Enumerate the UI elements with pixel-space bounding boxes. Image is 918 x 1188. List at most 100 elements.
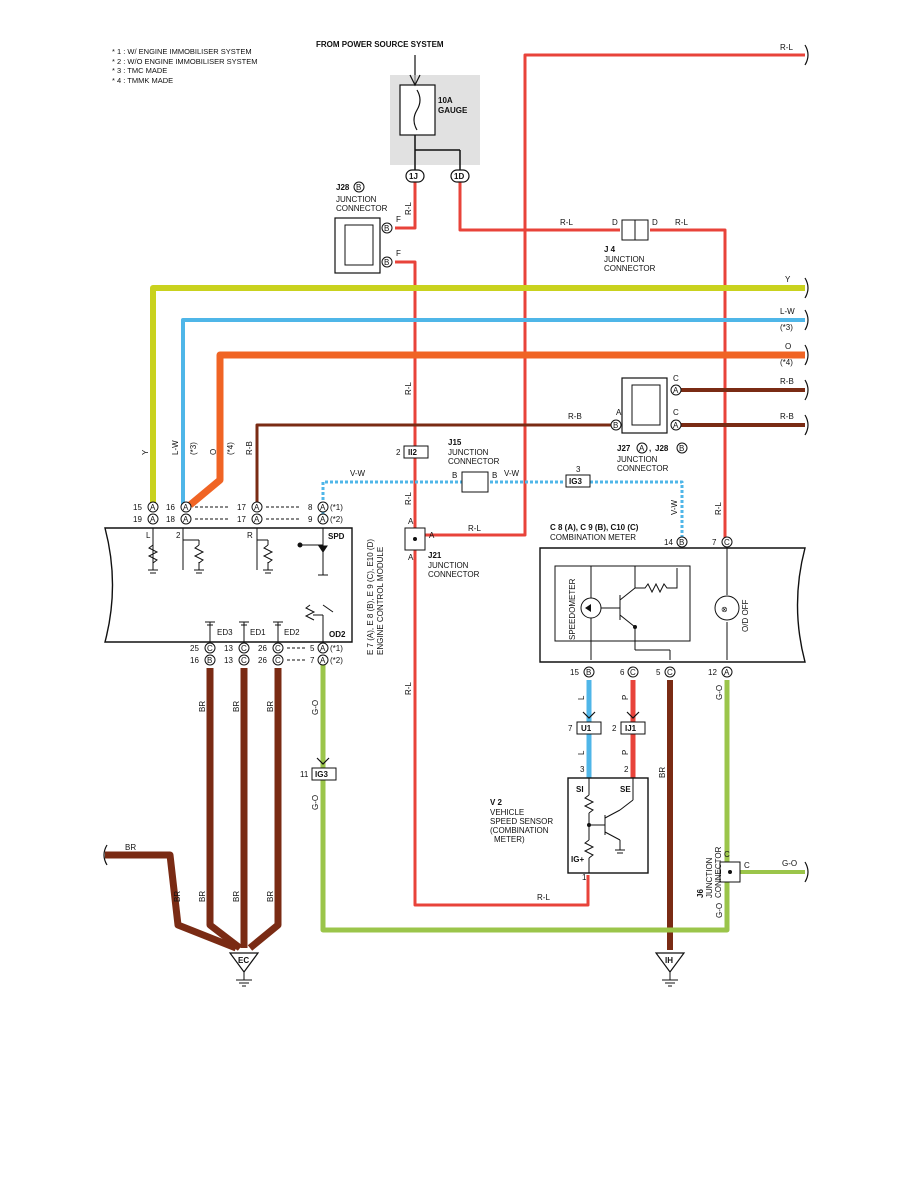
vehicle-speed-sensor: V 2 VEHICLE SPEED SENSOR (COMBINATION ME… (490, 765, 649, 882)
meter-pin6-c: C (630, 668, 636, 677)
ig3-bottom-connector: 11 IG3 (300, 757, 337, 781)
ecm-pin-16b-c: B (207, 656, 212, 665)
note-4: * 4 : TMMK MADE (112, 75, 174, 85)
lbl-rl-right: R-L (714, 502, 723, 515)
lbl-go-right: G-O (782, 859, 797, 868)
ecm-pin-7-c: A (320, 656, 326, 665)
meter-speedometer: SPEEDOMETER (568, 578, 577, 640)
j27-pin-a: A (616, 408, 622, 417)
ecm-pin-17a-c: A (254, 503, 260, 512)
meter-name: COMBINATION METER (550, 533, 636, 542)
power-arrow-icon (409, 74, 421, 87)
fuse-pin-left: 1J (409, 172, 418, 181)
j27-type2: CONNECTOR (617, 464, 669, 473)
wire-vw (321, 480, 565, 515)
ecm-pin-5-c: A (320, 644, 326, 653)
combination-meter: C 8 (A), C 9 (B), C10 (C) COMBINATION ME… (539, 523, 806, 678)
j21-type2: CONNECTOR (428, 570, 480, 579)
ecm-pin-18: 18 (166, 515, 175, 524)
wire-rb-ecm (255, 423, 614, 505)
meter-pin6-n: 6 (620, 668, 625, 677)
lbl-go-4: G-O (715, 903, 724, 918)
ecm-inner-l: L (146, 531, 151, 540)
ecm-pin-26a: 26 (258, 644, 267, 653)
lbl-br-7: BR (266, 891, 275, 902)
lbl-rb-right1: R-B (780, 377, 794, 386)
lbl-rl-j15: R-L (404, 492, 413, 505)
ecm-ed1: ED1 (250, 628, 266, 637)
u1-connector: 7 U1 (568, 711, 602, 735)
lbl-br-4: BR (173, 891, 182, 902)
lbl-vw-right: V-W (670, 499, 679, 515)
lbl-rl-bottom: R-L (537, 893, 550, 902)
j27-letter2: B (679, 444, 684, 453)
wire-rl-j4-right (650, 228, 727, 540)
power-source-label: FROM POWER SOURCE SYSTEM (316, 40, 444, 49)
wire-rl-top (425, 53, 805, 537)
j28-top-letter: B (356, 183, 361, 192)
lbl-br-5: BR (198, 891, 207, 902)
ecm-pin-26a-c: C (275, 644, 281, 653)
lbl-star4-right: (*4) (780, 358, 793, 367)
j6-pin-c1: C (724, 850, 730, 859)
j15-pin-left: B (452, 471, 457, 480)
od-off-lamp-icon: ⊗ (721, 605, 728, 614)
wire-labels: R-L R-L R-L R-L Y L-W (*3) O (*4) R-B R-… (125, 43, 797, 918)
ig3-bottom-pin: 11 (300, 770, 309, 779)
lbl-lw-right: L-W (780, 307, 795, 316)
ecm-ed3: ED3 (217, 628, 233, 637)
wires (105, 53, 805, 952)
lbl-br-6: BR (232, 891, 241, 902)
meter-pin12-n: 12 (708, 668, 717, 677)
j15-id: J15 (448, 438, 462, 447)
j27-sep: , (649, 444, 651, 453)
u1-pin: 7 (568, 724, 573, 733)
lbl-star3-right: (*3) (780, 323, 793, 332)
ig3-top-connector: 3 IG3 (565, 465, 591, 488)
meter-pin5-c: C (667, 668, 673, 677)
ecm-ed2: ED2 (284, 628, 300, 637)
ecm-internal (147, 528, 328, 576)
ecm-bottom-pins: 25 C 16 B 13 C 13 C 26 C 26 C 5 A (*1) 7… (190, 642, 343, 666)
ecm-inner-r: R (247, 531, 253, 540)
lbl-rl-mid: R-L (404, 382, 413, 395)
note-2: * 2 : W/O ENGINE IMMOBILISER SYSTEM (112, 56, 258, 66)
j21-pin-a2: A (429, 531, 435, 540)
ecm-pin-13a: 13 (224, 644, 233, 653)
sensor-pin3: 3 (580, 765, 585, 774)
lbl-rl-j4l: R-L (560, 218, 573, 227)
ecm-pin-15-c: A (150, 503, 156, 512)
lbl-p-2: P (621, 750, 630, 755)
wire-rl-main (395, 180, 417, 230)
ecm-spd-label: SPD (328, 532, 345, 541)
j21-type: JUNCTION (428, 561, 469, 570)
j27-circ-a1: A (673, 386, 679, 395)
ecm-pin-13b: 13 (224, 656, 233, 665)
sensor-se: SE (620, 785, 631, 794)
fuse-block: 10A GAUGE 1J 1D (390, 75, 480, 183)
sensor-line4: METER) (494, 835, 525, 844)
edge-terminations (103, 44, 809, 883)
note-3: * 3 : TMC MADE (112, 66, 168, 75)
j21-pin-a3: A (408, 553, 414, 562)
ground-ec: EC (228, 952, 260, 987)
j27-letter1: A (639, 444, 645, 453)
j28-top-pin2: F (396, 249, 401, 258)
lbl-l-2: L (577, 750, 586, 755)
lbl-br-ih: BR (658, 767, 667, 778)
lbl-rl-j21: R-L (468, 524, 481, 533)
ecm-module: 15 A 19 A 16 A 18 A 17 A 17 A 8 A (*1) 9… (104, 501, 385, 666)
lbl-y-right: Y (785, 275, 791, 284)
j28-top-type: JUNCTION (336, 195, 377, 204)
ecm-pin-18-c: A (183, 515, 189, 524)
lbl-br-2: BR (232, 701, 241, 712)
lbl-rb-right2: R-B (780, 412, 794, 421)
lbl-rl-low: R-L (404, 682, 413, 695)
ij1-pin: 2 (612, 724, 617, 733)
ecm-pin-17b: 17 (237, 515, 246, 524)
lbl-o-left: O (209, 449, 218, 455)
j6-pin-c2: C (744, 861, 750, 870)
sensor-line1: VEHICLE (490, 808, 524, 817)
ecm-pin-7-note: (*2) (330, 656, 343, 665)
ecm-pin-26b: 26 (258, 656, 267, 665)
